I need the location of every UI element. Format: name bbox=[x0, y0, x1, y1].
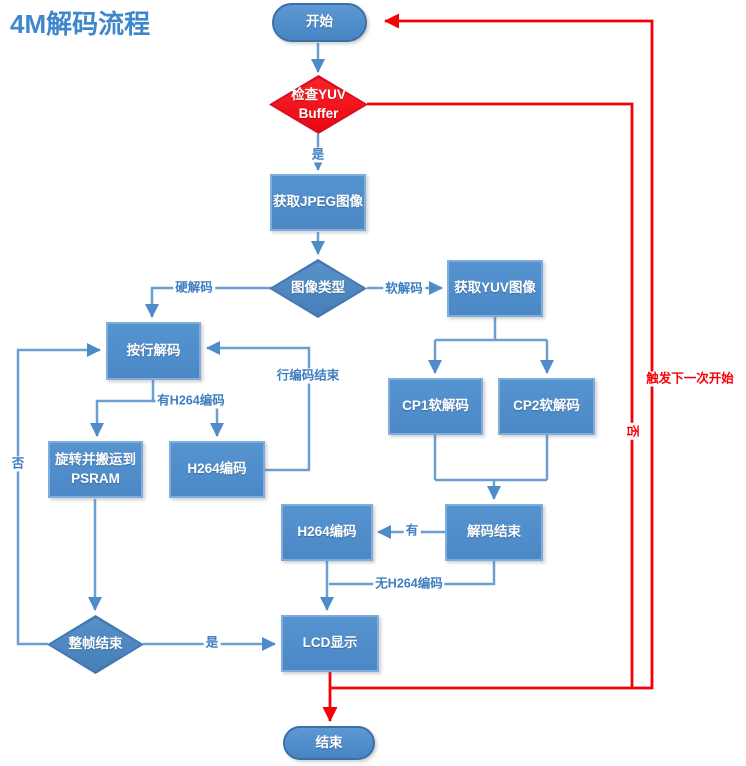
node-lcd-display: LCD显示 bbox=[281, 615, 379, 672]
node-decode-end-label: 解码结束 bbox=[467, 524, 521, 540]
node-h264-encode-left-label: H264编码 bbox=[187, 461, 247, 477]
node-cp2-decode: CP2软解码 bbox=[498, 378, 595, 435]
node-end-label: 结束 bbox=[315, 734, 343, 750]
node-line-decode-label: 按行解码 bbox=[126, 342, 181, 358]
node-cp1-decode: CP1软解码 bbox=[388, 378, 483, 435]
node-cp2-decode-label: CP2软解码 bbox=[513, 398, 580, 414]
node-decode-end: 解码结束 bbox=[445, 504, 543, 561]
node-h264-encode-mid: H264编码 bbox=[281, 504, 373, 561]
node-frame-end: 整帧结束 bbox=[47, 615, 144, 674]
node-rotate-psram: 旋转并搬运到 PSRAM bbox=[48, 441, 143, 498]
node-end: 结束 bbox=[283, 726, 375, 760]
edge-label-has-h264: 有H264编码 bbox=[155, 393, 227, 409]
edge-label-yes-bottom: 是 bbox=[203, 635, 221, 651]
node-start: 开始 bbox=[272, 3, 367, 42]
edge-label-line-encode-end: 行编码结束 bbox=[274, 368, 342, 384]
node-get-jpeg-label: 获取JPEG图像 bbox=[272, 194, 364, 210]
node-get-yuv-label: 获取YUV图像 bbox=[454, 280, 536, 296]
node-get-jpeg: 获取JPEG图像 bbox=[270, 174, 366, 231]
edge-label-yes-top: 是 bbox=[309, 147, 327, 163]
edge-label-no-right: 否 bbox=[624, 422, 640, 440]
node-h264-encode-mid-label: H264编码 bbox=[297, 524, 357, 540]
edge-label-has: 有 bbox=[403, 523, 421, 539]
edge-label-trigger-next: 触发下一次开始 bbox=[644, 371, 736, 387]
edge-label-no-left: 否 bbox=[9, 456, 27, 472]
node-check-yuv-label: 检查YUV Buffer bbox=[291, 87, 346, 121]
edge-label-hard-decode: 硬解码 bbox=[173, 280, 215, 296]
node-cp1-decode-label: CP1软解码 bbox=[402, 398, 469, 414]
edge-label-soft-decode: 软解码 bbox=[383, 281, 425, 297]
node-check-yuv-buffer: 检查YUV Buffer bbox=[269, 75, 368, 134]
node-image-type-label: 图像类型 bbox=[291, 280, 345, 296]
node-line-decode: 按行解码 bbox=[106, 322, 201, 380]
edge-label-no-h264: 无H264编码 bbox=[373, 576, 445, 592]
node-get-yuv: 获取YUV图像 bbox=[447, 260, 543, 317]
node-image-type: 图像类型 bbox=[269, 259, 367, 318]
node-start-label: 开始 bbox=[306, 14, 333, 30]
node-lcd-display-label: LCD显示 bbox=[302, 635, 358, 651]
node-rotate-psram-label: 旋转并搬运到 PSRAM bbox=[55, 452, 136, 486]
node-frame-end-label: 整帧结束 bbox=[68, 636, 123, 652]
node-h264-encode-left: H264编码 bbox=[169, 441, 265, 498]
page-title: 4M解码流程 bbox=[10, 9, 151, 39]
